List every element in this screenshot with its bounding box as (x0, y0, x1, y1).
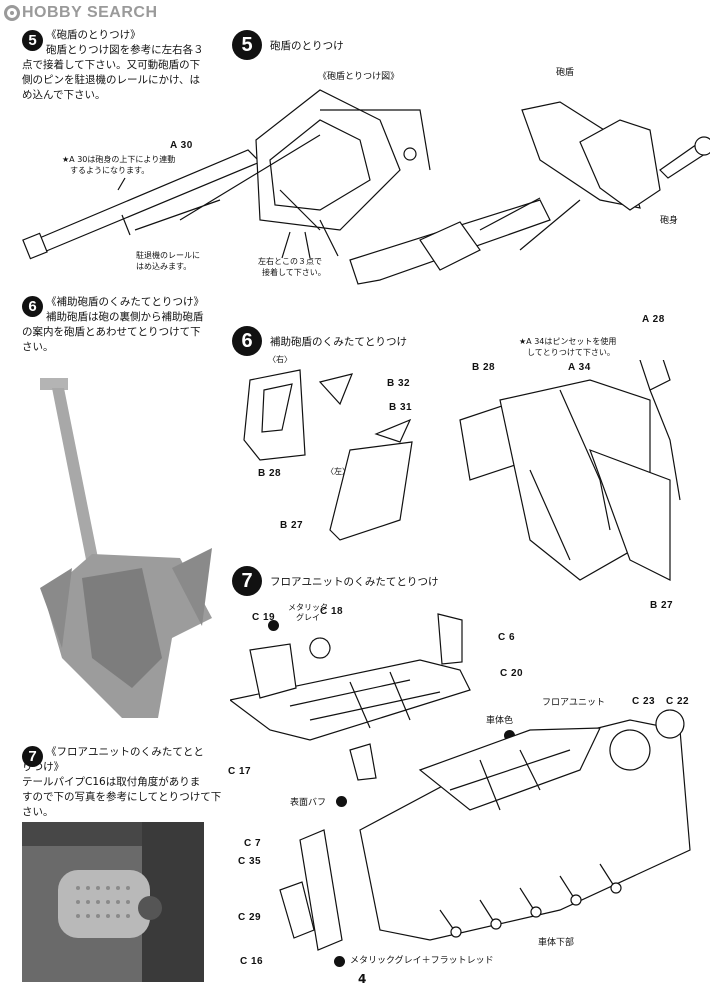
step5-diagram (22, 89, 710, 285)
step7-left-line3: すので下の写真を参考にしてとりつけて下 (22, 791, 222, 803)
note-a30-line1: ★A 30は砲身の上下により連動 (62, 155, 176, 164)
step6-photo (22, 358, 222, 738)
label-body-color: 車体色 (486, 716, 514, 726)
step7-diagram (230, 613, 691, 951)
label-metal-flat-red: メタリックグレイ＋フラットレッド (350, 956, 494, 966)
page-number: 4 (358, 972, 367, 986)
step6-left-title: 《補助砲盾のくみたてとりつけ》 (46, 296, 205, 308)
label-c6: C 6 (498, 632, 516, 643)
label-c35: C 35 (238, 856, 262, 867)
label-c18: C 18 (320, 606, 344, 617)
step5-subtitle: 《砲盾とりつけ図》 (318, 72, 400, 82)
label-c19: C 19 (252, 612, 276, 623)
step6-left-line3: さい。 (22, 341, 54, 353)
label-c23: C 23 (632, 696, 656, 707)
label-lower-hull: 車体下部 (538, 938, 575, 948)
step6-title: 補助砲盾のくみたてとりつけ (270, 336, 408, 348)
step5-left-line1: 砲盾とりつけ図を参考に左右各３ (46, 44, 204, 56)
step5-title: 砲盾のとりつけ (270, 40, 344, 52)
step5-left-line2: 点で接着して下さい。又可動砲盾の下 (22, 59, 201, 71)
step6-left-badge: 6 (22, 296, 43, 317)
note-glue-line1: 左右とこの３点で (258, 257, 322, 266)
label-c22: C 22 (666, 696, 690, 707)
label-c20: C 20 (500, 668, 524, 679)
step7-left-line4: さい。 (22, 806, 54, 818)
note-a34-line1: ★A 34はピンセットを使用 (519, 337, 617, 346)
label-c17: C 17 (228, 766, 252, 777)
step7-badge: 7 (232, 566, 262, 596)
paint-dot-metal-red (334, 956, 345, 967)
label-b28-right: B 28 (472, 362, 496, 373)
step6-left-line1: 補助砲盾は砲の裏側から補助砲盾 (46, 311, 204, 323)
paint-dot-buff (336, 796, 347, 807)
label-b31: B 31 (389, 402, 413, 413)
label-c16: C 16 (240, 956, 264, 967)
step7-left-line1: りつけ》 (22, 761, 65, 773)
logo-icon (4, 5, 20, 21)
step5-left-badge: 5 (22, 30, 43, 51)
step5-left-line4: め込んで下さい。 (22, 89, 106, 101)
step7-photo (22, 822, 204, 982)
note-glue-line2: 接着して下さい。 (262, 268, 326, 277)
metallic-line2: グレイ (296, 613, 320, 622)
label-floor-unit: フロアユニット (542, 698, 606, 708)
label-a28: A 28 (642, 314, 665, 325)
hobby-search-logo: HOBBY SEARCH (4, 4, 158, 22)
note-rail-line1: 駐退機のレールに (136, 251, 200, 260)
step7-left-badge: 7 (22, 746, 43, 767)
label-b27-left: B 27 (280, 520, 304, 531)
label-b28-left: B 28 (258, 468, 282, 479)
label-a30: A 30 (170, 140, 193, 151)
tag-right: 〈右〉 (268, 355, 292, 364)
step5-badge: 5 (232, 30, 262, 60)
label-barrel: 砲身 (660, 216, 679, 226)
step5-left-title: 《砲盾のとりつけ》 (46, 29, 141, 41)
label-c29: C 29 (238, 912, 262, 923)
paint-dot-metallic (268, 620, 279, 631)
label-b27-right: B 27 (650, 600, 674, 611)
label-shield: 砲盾 (556, 68, 575, 78)
paint-dot-body (504, 730, 515, 741)
note-a34-line2: してとりつけて下さい。 (527, 348, 615, 357)
step6-left-line2: の案内を砲盾とあわせてとりつけて下 (22, 326, 201, 338)
note-rail-line2: はめ込みます。 (136, 262, 192, 271)
tag-left: 〈左〉 (326, 467, 350, 476)
step5-left-line3: 側のピンを駐退機のレールにかけ、は (22, 74, 200, 86)
metallic-line1: メタリック (288, 603, 328, 612)
step6-diagram (243, 360, 681, 581)
step6-badge: 6 (232, 326, 262, 356)
label-b32: B 32 (387, 378, 411, 389)
label-c7: C 7 (244, 838, 262, 849)
note-a30-line2: するようになります。 (70, 166, 150, 175)
step7-title: フロアユニットのくみたてとりつけ (270, 576, 439, 588)
label-surface-buff: 表面バフ (290, 798, 327, 808)
step7-left-line2: テールパイプC16は取付角度がありま (22, 776, 201, 788)
step7-left-title: 《フロアユニットのくみたてとと (46, 746, 204, 758)
logo-text: HOBBY SEARCH (22, 4, 158, 21)
label-a34: A 34 (568, 362, 591, 373)
